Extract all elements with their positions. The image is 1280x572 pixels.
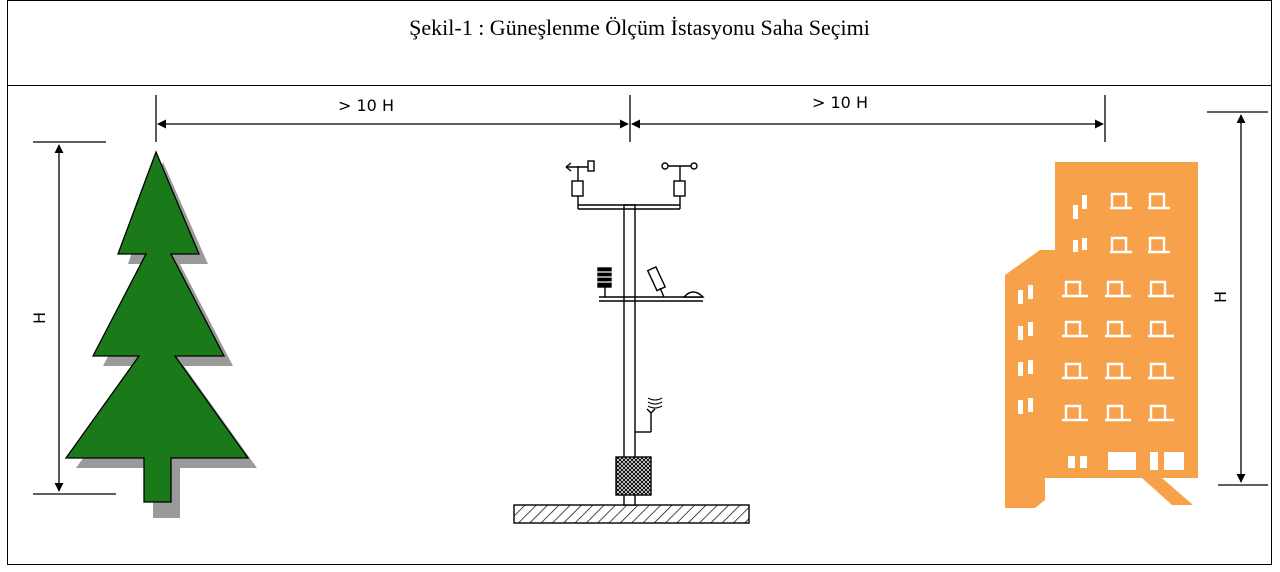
- measurement-station: [513, 160, 750, 524]
- building-obstacle: [1005, 162, 1198, 508]
- radiation-shield-icon: [597, 267, 612, 297]
- tree-height-dimension: H: [30, 141, 116, 495]
- antenna-icon: [635, 397, 663, 433]
- left-distance-label: > 10 H: [338, 96, 394, 115]
- horizontal-dimension: > 10 H > 10 H: [155, 93, 1106, 142]
- anemometer-icon: [661, 162, 698, 197]
- tree-shape: [64, 150, 250, 503]
- building-balconies: [1062, 192, 1174, 422]
- figure-title: Şekil-1 : Güneşlenme Ölçüm İstasyonu Sah…: [409, 15, 870, 40]
- right-distance-label: > 10 H: [812, 93, 868, 112]
- building-windows: [1018, 195, 1184, 470]
- building-height-label: H: [1211, 291, 1230, 303]
- pyranometer-icon: [682, 291, 705, 298]
- building-height-dimension: H: [1207, 111, 1268, 486]
- tree-height-label: H: [30, 312, 49, 324]
- ground-base: [513, 504, 750, 524]
- tree-obstacle: [64, 150, 257, 518]
- logger-box: [615, 456, 652, 496]
- pyrheliometer-icon: [646, 265, 667, 298]
- figure-frame: Şekil-1 : Güneşlenme Ölçüm İstasyonu Sah…: [7, 0, 1272, 565]
- title-row: Şekil-1 : Güneşlenme Ölçüm İstasyonu Sah…: [8, 1, 1271, 86]
- wind-vane-icon: [565, 160, 595, 197]
